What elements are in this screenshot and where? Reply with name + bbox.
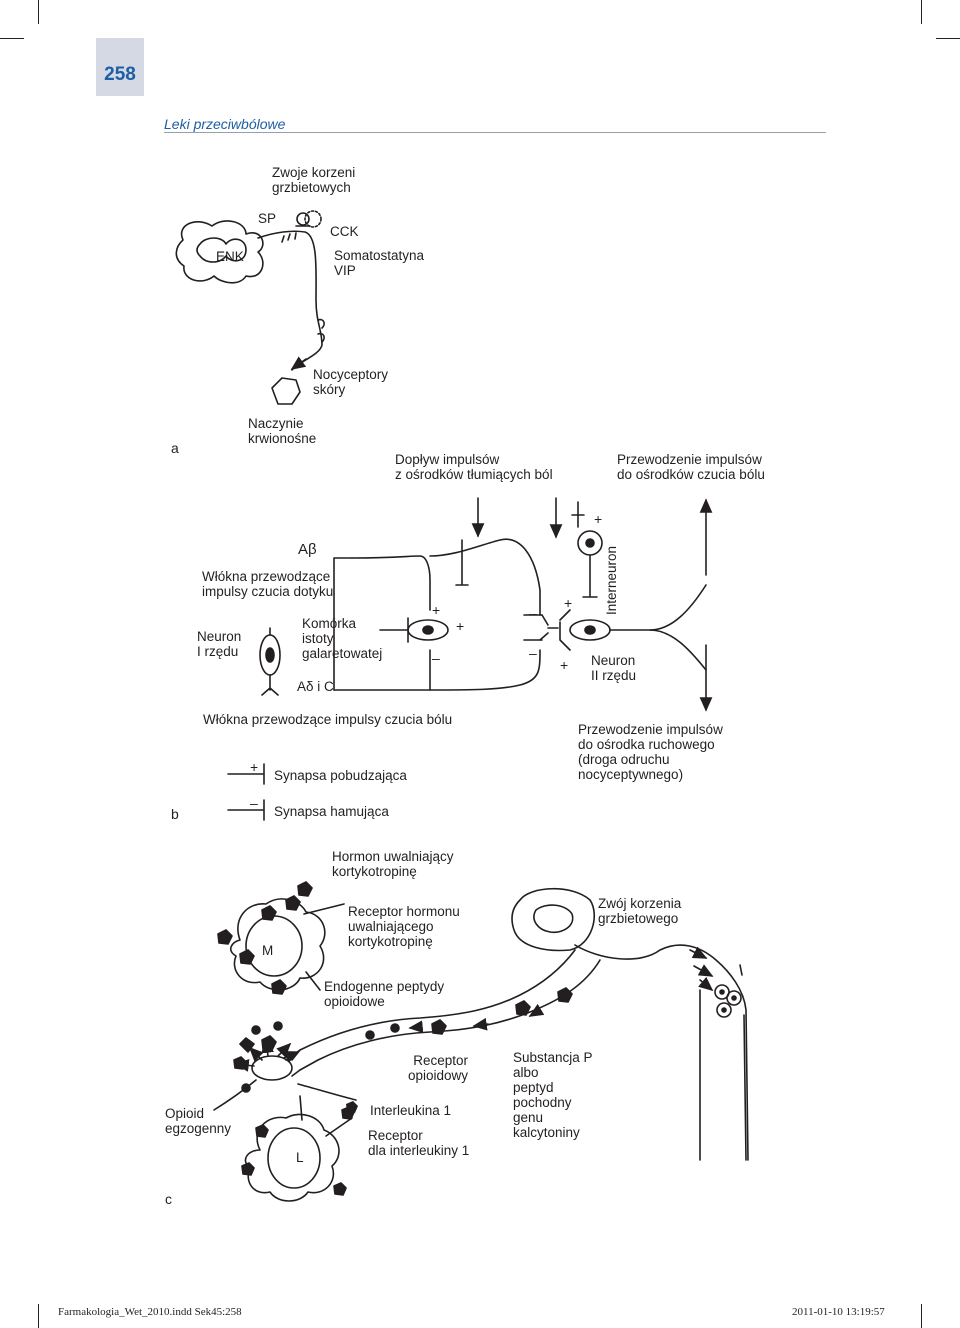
minus-sign: – [432,650,440,666]
plus-sign: + [456,618,465,634]
crh-receptor-label: Receptor hormonu uwalniającego kortykotr… [348,904,460,949]
inflow-label: Dopływ impulsów z ośrodków tłumiących bó… [395,452,553,482]
opioid-receptor-label: Receptor opioidowy [408,1053,469,1083]
plus-sign: + [564,595,573,611]
spinal-cord-section [175,220,264,284]
enk-label: ENK [216,249,244,264]
il1-label: Interleukina 1 [370,1103,452,1118]
motor-label: Przewodzenie impulsów do ośrodka ruchowe… [578,722,723,782]
crop-mark [921,1304,922,1328]
il1-receptor-label: Receptor dla interleukiny 1 [368,1128,470,1158]
panel-a-letter: a [171,440,179,456]
drg-label: Zwoje korzeni grzbietowych [272,165,356,195]
crh-label: Hormon uwalniający kortykotropinę [332,849,454,879]
panel-c-letter: c [165,1191,172,1207]
plus-sign: + [432,602,441,618]
footer-timestamp: 2011-01-10 13:19:57 [792,1306,885,1318]
sg-cell-label: Komórka istoty galaretowatej [302,616,383,661]
running-head: Leki przeciwbólowe [164,116,286,132]
outflow-label: Przewodzenie impulsów do ośrodków czucia… [617,452,765,482]
footer-file: Farmakologia_Wet_2010.indd Sek45:258 [58,1306,242,1318]
crop-mark [38,0,39,24]
abeta-label: Aβ [298,541,317,558]
panel-b-letter: b [171,806,179,822]
adelta-label: Aδ i C [297,679,334,694]
m-cell-label: M [262,943,274,958]
inhibitory-label: Synapsa hamująca [274,804,389,819]
nerve-fiber [257,230,323,371]
touch-fibers-label: Włókna przewodzące impulsy czucia dotyku [202,569,334,599]
somatostatin-label: Somatostatyna VIP [334,248,425,278]
plus-sign: + [250,759,259,775]
excitatory-label: Synapsa pobudzająca [274,768,407,783]
minus-sign: – [529,645,537,661]
drg-c-label: Zwój korzenia grzbietowego [598,896,682,926]
vessel-label: Naczynie krwionośne [248,416,317,446]
interneuron-label: Interneuron [604,545,619,615]
exogenous-label: Opioid egzogenny [165,1106,232,1136]
pain-fibers-label: Włókna przewodzące impulsy czucia bólu [203,712,453,727]
endogenous-label: Endogenne peptydy opioidowe [324,979,445,1009]
crop-mark [0,38,24,39]
l-cell-label: L [296,1150,304,1165]
nociceptor-ending [271,377,301,405]
neuron2-label: Neuron II rzędu [591,653,637,683]
header-rule [164,132,826,133]
crop-mark [936,38,960,39]
neuron1-label: Neuron I rzędu [197,629,242,659]
crop-mark [38,1304,39,1328]
minus-sign: – [250,795,258,811]
substance-p-label: Substancja P albo peptyd pochodny genu k… [513,1050,593,1140]
crop-mark [921,0,922,24]
page-number-tab [96,38,144,96]
dorsal-root-ganglion-icon [295,210,322,228]
plus-sign: + [594,511,603,527]
page-number: 258 [104,64,136,85]
nociceptor-label: Nocyceptory skóry [313,367,389,397]
minus-sign: – [529,605,537,621]
sp-label: SP [258,211,277,226]
cck-label: CCK [330,224,359,239]
plus-sign: + [560,657,569,673]
